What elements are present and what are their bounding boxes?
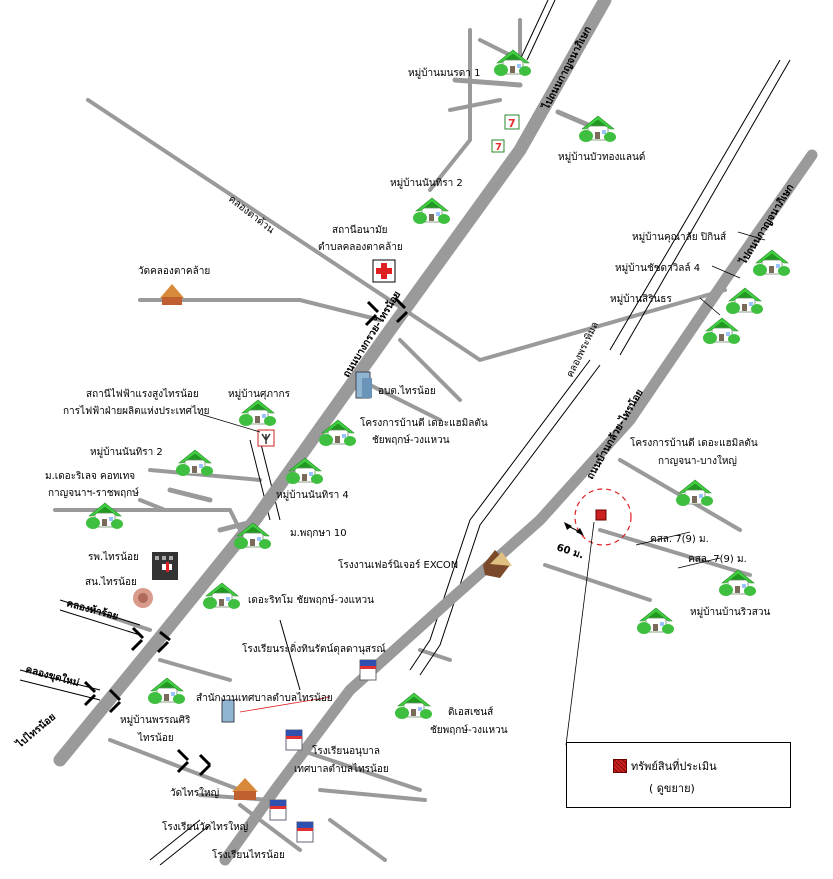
svg-text:7: 7 xyxy=(508,117,516,130)
label-m-pruksa: ม.พฤกษา 10 xyxy=(290,528,347,539)
property-marker-icon xyxy=(613,759,627,773)
label-moo-manorada: หมู่บ้านมนรดา 1 xyxy=(408,67,480,79)
svg-text:7: 7 xyxy=(495,142,502,153)
label-obt: อบต.ไทรน้อย xyxy=(378,385,436,397)
label-m-creative-2: กาญจนาฯ-ราชพฤกษ์ xyxy=(48,487,139,499)
school-flag-icon xyxy=(269,659,377,843)
label-moo-riwsuan: หมู่บ้านบ้านริวสวน xyxy=(690,606,770,618)
road-label-khlong-hua: คลองห้าร้อย xyxy=(65,597,120,622)
label-khod-7b: คสล. 7(9) ม. xyxy=(688,554,747,565)
label-elec-1: สถานีไฟฟ้าแรงสูงไทรน้อย xyxy=(86,388,199,400)
label-school-anuban-2: เทศบาลตำบลไทรน้อย xyxy=(294,763,389,775)
label-khod-7a: คสล. 7(9) ม. xyxy=(650,534,709,545)
label-health-center-2: ตำบลคลองตาคล้าย xyxy=(318,241,403,253)
label-proj-kanchana-2: กาญจนา-บางใหญ่ xyxy=(658,455,737,467)
label-proj-bandee-2: ชัยพฤกษ์-วงแหวน xyxy=(372,434,450,446)
label-elec-2: การไฟฟ้าฝ่ายผลิตแห่งประเทศไทย xyxy=(63,405,210,417)
label-moo-buathong: หมู่บ้านบัวทองแลนด์ xyxy=(558,151,645,163)
road-label-sainoi: ไปไทรน้อย xyxy=(13,710,58,751)
label-moo-suphakon: หมู่บ้านศุภากร xyxy=(228,388,291,400)
label-moo-phonsiri-1: หมู่บ้านพรรณศิริ xyxy=(120,714,191,726)
label-m-creative-1: ม.เดอะริเลจ คอทเทจ xyxy=(45,471,135,482)
label-the-rich: เดอะริทโม ชัยพฤกษ์-วงแหวน xyxy=(248,593,374,606)
label-school-sainoi: โรงเรียนไทรน้อย xyxy=(212,848,285,861)
label-school-anuban-1: โรงเรียนอนุบาล xyxy=(312,744,380,757)
label-sainoi-station: สน.ไทรน้อย xyxy=(85,576,137,588)
label-moo-chutwill: หมู่บ้านชัชดาวิลล์ 4 xyxy=(615,262,700,274)
label-municipal: สำนักงานเทศบาลตำบลไทรน้อย xyxy=(196,692,333,704)
label-moo-nanthira-left: หมู่บ้านนันทิรา 2 xyxy=(90,446,163,458)
house-icon xyxy=(85,49,791,720)
label-moo-nanthira4: หมู่บ้านนันทิรา 4 xyxy=(276,489,349,501)
label-school-wat: โรงเรียนวัดไทรใหญ่ xyxy=(162,820,248,833)
legend-sub: ( ดูขยาย) xyxy=(649,782,695,795)
road-label-khlong-khut: คลองขุดใหม่ xyxy=(24,662,81,689)
label-moo-phonsiri-2: ไทรน้อย xyxy=(137,732,174,744)
police-icon xyxy=(133,588,153,608)
legend-box: ทรัพย์สินที่ประเมิน ( ดูขยาย) xyxy=(566,742,791,808)
label-moo-khunalai: หมู่บ้านคุณาลัย ปิกินส์ xyxy=(632,231,726,243)
label-wat-sainoi: วัดไทรใหญ่ xyxy=(170,787,219,799)
label-wat-khlong: วัดคลองตาคล้าย xyxy=(138,265,210,277)
label-moo-sirinthon: หมู่บ้านสิรินธร xyxy=(610,293,672,305)
label-school-rachdamnoen: โรงเรียนระดิ่งทินรัตน์ดุลดานุสรณ์ xyxy=(242,641,386,655)
hospital-cross-icon xyxy=(372,259,396,283)
label-moo-nanthira-top: หมู่บ้านนันทิรา 2 xyxy=(390,177,463,189)
label-proj-bandee-1: โครงการบ้านดี เดอะแฮมิลตัน xyxy=(360,416,488,429)
label-health-center-1: สถานีอนามัย xyxy=(332,224,388,236)
subject-marker xyxy=(564,488,632,746)
temple-icon xyxy=(160,284,258,800)
seven-eleven-icon: 7 7 xyxy=(491,114,520,153)
label-de-sense-2: ชัยพฤกษ์-วงแหวน xyxy=(430,724,508,736)
legend-title: ทรัพย์สินที่ประเมิน xyxy=(631,760,717,773)
label-distance: 60 ม. xyxy=(555,542,585,561)
label-proj-kanchana-1: โครงการบ้านดี เดอะแฮมิลตัน xyxy=(630,436,758,449)
label-hospital: รพ.ไทรน้อย xyxy=(88,551,139,563)
label-de-sense-1: ดิเอสเซนส์ xyxy=(448,706,493,718)
factory-icon xyxy=(483,550,512,578)
road-label-khlong-tat: คลองตาด้วน xyxy=(226,193,277,236)
building-icon xyxy=(152,371,372,723)
road-label-kanchana-north: ไปถนนกาญจนาภิเษก xyxy=(539,24,594,112)
transformer-icon xyxy=(199,413,275,447)
label-excon: โรงงานเฟอร์นิเจอร์ EXCON xyxy=(338,558,458,571)
